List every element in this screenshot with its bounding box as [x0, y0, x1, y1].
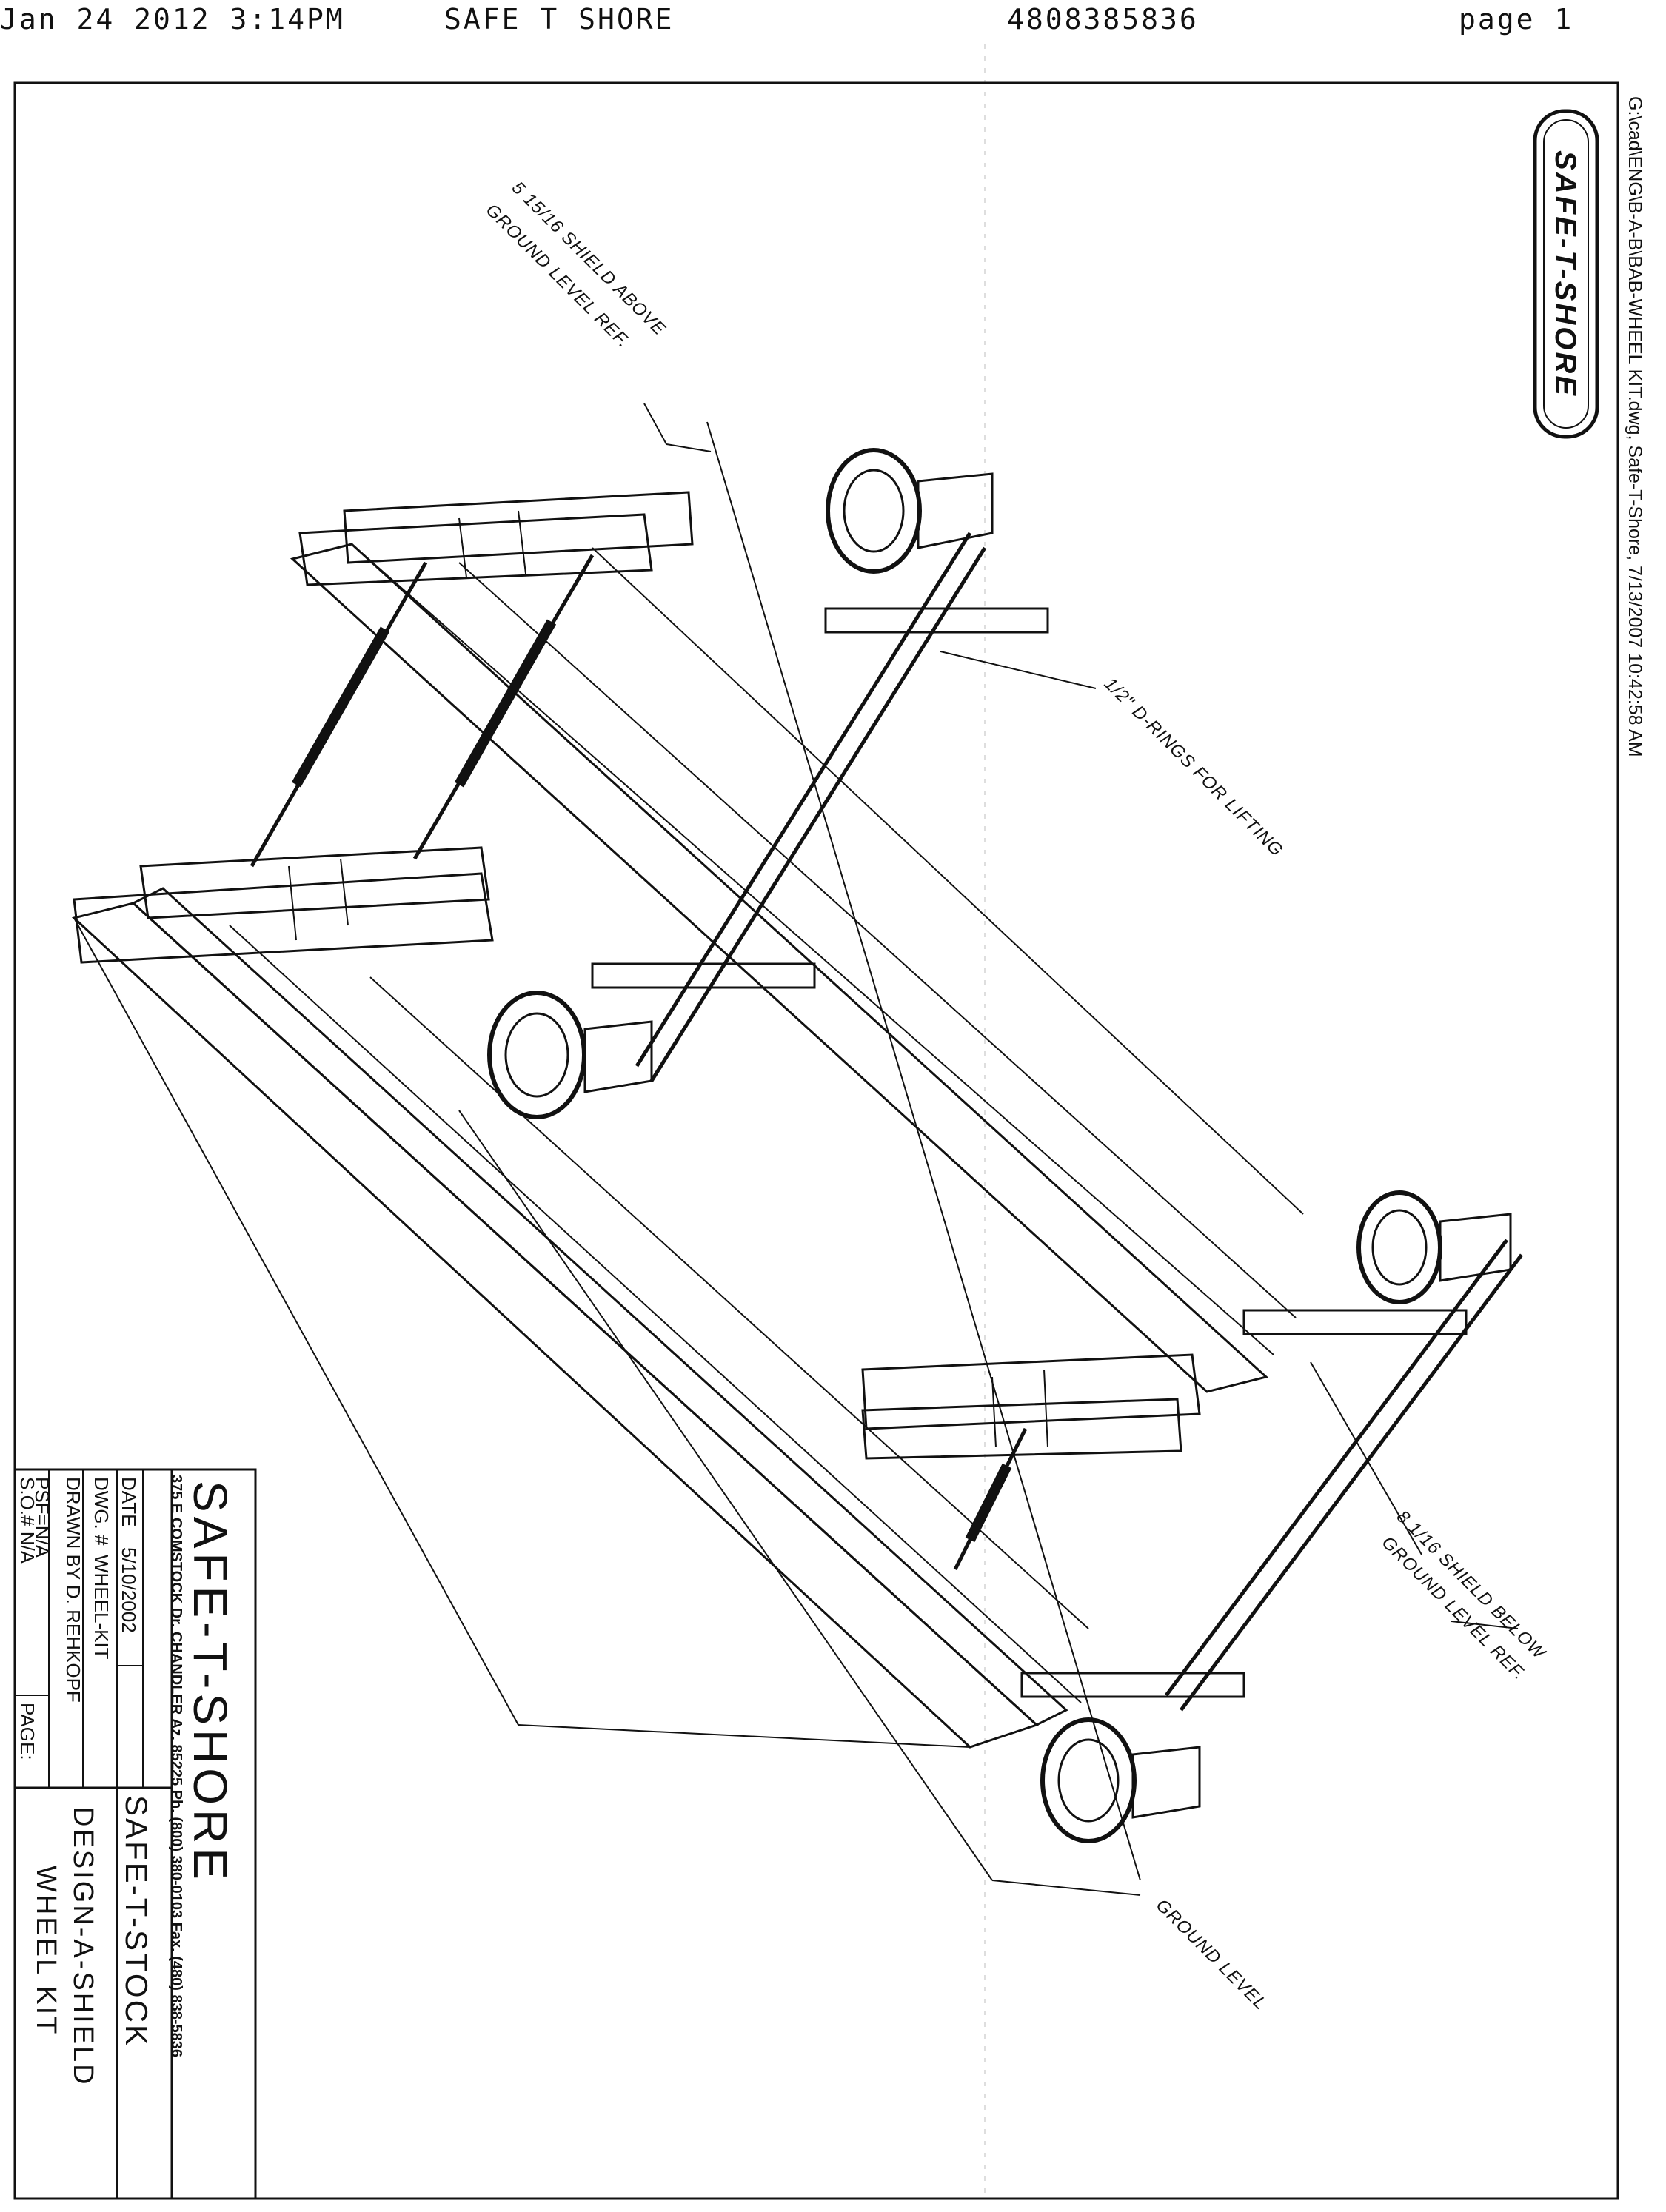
end-channel-left-near	[73, 846, 494, 964]
ground-ref-line-3	[1310, 1361, 1422, 1555]
caster-wheel-3	[1356, 1190, 1512, 1304]
title-block: SAFE-T-SHORE 375 E COMSTOCK Dr. CHANDLER…	[13, 1468, 257, 2200]
adjust-post-1	[824, 607, 1049, 634]
fax-phone: 4808385836	[1007, 3, 1199, 36]
axle-tube-lower	[1164, 1239, 1524, 1712]
fax-sender: SAFE T SHORE	[444, 3, 675, 36]
title-stock: SAFE-T-STOCK	[119, 1795, 154, 2048]
title-psf: PSF=N/A	[31, 1477, 53, 1558]
leader-d-rings	[940, 651, 1097, 689]
adjust-post-2	[591, 962, 816, 989]
leader-shield-below	[1451, 1621, 1519, 1629]
hydraulic-strut-3	[953, 1427, 1028, 1571]
title-address: 375 E COMSTOCK Dr. CHANDLER Az. 85225 Ph…	[168, 1475, 184, 2057]
title-drawn-by: DRAWN BY D. REHKOPF	[62, 1477, 84, 1703]
fax-date: Jan 24 2012 3:14PM	[0, 3, 345, 36]
ground-ref-line-2	[458, 1110, 993, 1881]
title-so: S.O.# N/A	[16, 1477, 39, 1564]
end-channel-left-far	[298, 491, 694, 586]
title-product-2: WHEEL KIT	[30, 1866, 61, 2036]
callout-shield-below-1: 8 1/16 SHIELD BELOW	[1393, 1506, 1550, 1664]
logo-text: SAFE-T-SHORE	[1549, 150, 1582, 398]
title-dwg-value: WHEEL-KIT	[90, 1555, 113, 1660]
title-date-value: 5/10/2002	[118, 1547, 140, 1633]
caster-wheel-2	[487, 991, 653, 1119]
hydraulic-strut-1	[250, 561, 428, 868]
wheel-kit-drawing	[71, 403, 1524, 1896]
safe-t-shore-logo: SAFE-T-SHORE	[1533, 109, 1599, 439]
adjust-post-4	[1020, 1672, 1245, 1698]
caster-wheel-4	[1040, 1717, 1201, 1843]
end-channel-right	[861, 1353, 1201, 1460]
leader-ground-level	[991, 1880, 1141, 1896]
callout-ground-level: GROUND LEVEL	[1152, 1895, 1271, 2014]
leader-shield-above	[643, 403, 712, 452]
title-product-1: DESIGN-A-SHIELD	[67, 1806, 98, 2087]
caster-wheel-1	[826, 448, 994, 574]
hydraulic-strut-2	[412, 554, 595, 860]
file-path: G:\cad\ENG\B-A-B\BAB-WHEEL KIT.dwg, Safe…	[1625, 96, 1645, 757]
title-company: SAFE-T-SHORE	[184, 1481, 237, 1884]
shield-panel-near	[71, 887, 1089, 1749]
drawing-border	[13, 81, 1619, 2200]
shield-panel-far	[290, 543, 1304, 1393]
ground-ref-line-1	[706, 421, 1141, 1881]
fax-page: page 1	[1459, 3, 1574, 36]
adjust-post-3	[1242, 1309, 1468, 1335]
title-dwg-label: DWG. #	[90, 1477, 113, 1546]
callout-d-rings: 1/2" D-RINGS FOR LIFTING	[1100, 674, 1287, 860]
fax-header: Jan 24 2012 3:14PM SAFE T SHORE 48083858…	[0, 0, 1666, 44]
title-date-label: DATE	[118, 1477, 140, 1526]
axle-tube-upper	[635, 532, 987, 1082]
title-page-label: PAGE:	[16, 1703, 39, 1760]
